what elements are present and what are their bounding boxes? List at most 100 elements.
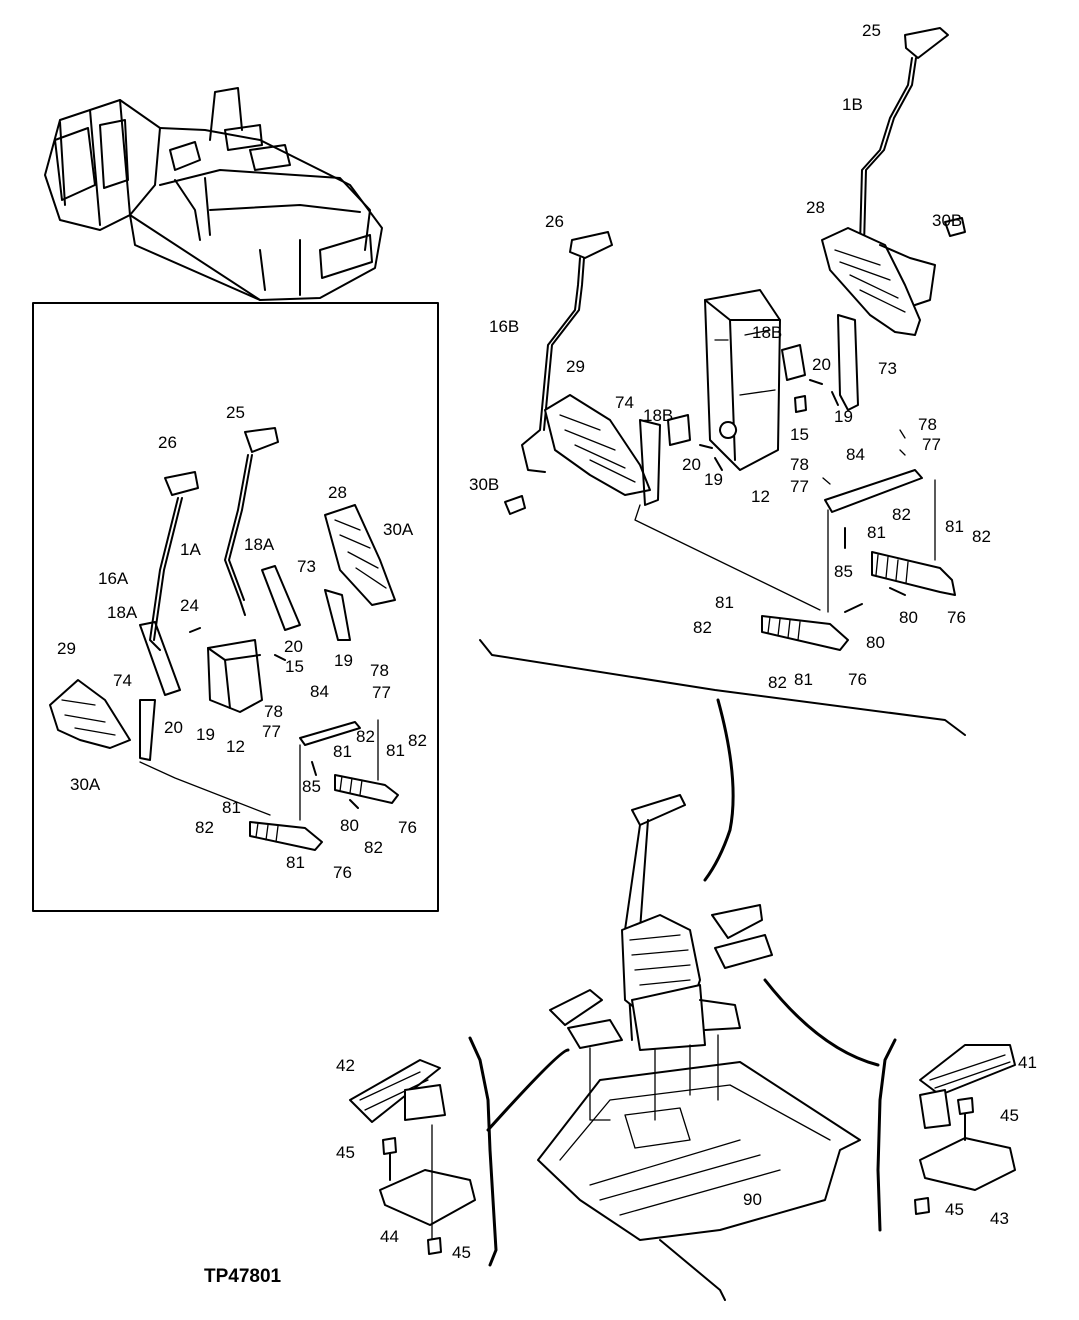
callout-inset-31: 81	[222, 798, 241, 817]
inset-pedal-29	[49, 679, 131, 749]
callout-inset-30: 76	[398, 818, 417, 837]
callout-top-17: 12	[751, 487, 770, 506]
cylinder-76-left	[761, 615, 849, 651]
callout-top-15: 19	[704, 470, 723, 489]
callout-inset-26: 82	[408, 731, 427, 750]
callout-top-26: 82	[972, 527, 991, 546]
callout-inset-9: 18A	[107, 603, 138, 622]
callout-inset-22: 77	[262, 722, 281, 741]
callout-inset-17: 84	[310, 682, 329, 701]
callout-inset-8: 24	[180, 596, 199, 615]
callout-inset-2: 28	[328, 483, 347, 502]
callout-top-35: 76	[848, 670, 867, 689]
plate-43	[919, 1137, 1016, 1191]
callout-bottom-8: 43	[990, 1209, 1009, 1228]
callout-bottom-2: 44	[380, 1227, 399, 1246]
callout-inset-27: 85	[302, 777, 321, 796]
connector-arcs	[486, 698, 880, 1132]
callout-top-32: 80	[866, 633, 885, 652]
callout-top-16: 30B	[469, 475, 499, 494]
callout-top-25: 81	[945, 517, 964, 536]
inset-box	[32, 302, 439, 912]
bottom-assembly	[537, 794, 861, 1301]
inset-cylinder-76-left	[249, 821, 323, 851]
callout-top-0: 25	[862, 21, 881, 40]
callout-top-30: 81	[715, 593, 734, 612]
callout-top-2: 28	[806, 198, 825, 217]
cylinder-76-right	[871, 551, 956, 596]
bottom-left-detail	[349, 1036, 498, 1267]
inset-valve-12	[207, 639, 263, 713]
callout-top-1: 1B	[842, 95, 863, 114]
callout-bottom-6: 45	[1000, 1106, 1019, 1125]
callout-top-23: 81	[867, 523, 886, 542]
callout-top-11: 74	[615, 393, 634, 412]
callout-inset-13: 29	[57, 639, 76, 658]
handle-knob-25	[904, 27, 949, 59]
callout-top-10: 73	[878, 359, 897, 378]
callout-inset-18: 20	[164, 718, 183, 737]
callout-inset-7: 73	[297, 557, 316, 576]
callout-inset-35: 76	[333, 863, 352, 882]
callout-inset-21: 78	[264, 702, 283, 721]
callout-top-29: 76	[947, 608, 966, 627]
callout-inset-11: 15	[285, 657, 304, 676]
callout-top-6: 29	[566, 357, 585, 376]
callout-top-7: 18B	[752, 323, 782, 342]
pedal-41	[919, 1044, 1016, 1096]
bottom-right-detail	[876, 1038, 1016, 1232]
callout-inset-29: 80	[340, 816, 359, 835]
plate-44	[379, 1169, 476, 1226]
callout-top-8: 18B	[643, 406, 673, 425]
callout-top-21: 77	[790, 477, 809, 496]
callout-inset-20: 12	[226, 737, 245, 756]
pedal-28	[821, 227, 921, 336]
callout-inset-23: 81	[333, 742, 352, 761]
figure-code: TP47801	[204, 1266, 282, 1287]
callout-top-3: 30B	[932, 211, 962, 230]
callout-inset-1: 26	[158, 433, 177, 452]
valve-12	[704, 289, 781, 471]
inset-plate-84	[299, 721, 361, 746]
pedal-29	[544, 394, 651, 496]
callout-top-33: 82	[768, 673, 787, 692]
callout-bottom-1: 45	[336, 1143, 355, 1162]
callout-labels: 25 1B 28 30B 26 16B 29 18B 18B 20 73 74 …	[57, 21, 1037, 1287]
callout-inset-5: 18A	[244, 535, 275, 554]
callout-inset-6: 16A	[98, 569, 129, 588]
callout-top-22: 84	[846, 445, 865, 464]
callout-top-34: 81	[794, 670, 813, 689]
callout-inset-15: 78	[370, 661, 389, 680]
callout-bottom-3: 45	[452, 1243, 471, 1262]
callout-top-13: 19	[834, 407, 853, 426]
callout-inset-34: 81	[286, 853, 305, 872]
callout-top-14: 20	[682, 455, 701, 474]
callout-inset-24: 82	[356, 727, 375, 746]
callout-bottom-0: 42	[336, 1056, 355, 1075]
callout-inset-16: 77	[372, 683, 391, 702]
callout-bottom-7: 45	[945, 1200, 964, 1219]
callout-top-19: 77	[922, 435, 941, 454]
callout-top-4: 26	[545, 212, 564, 231]
inset-cylinder-76-right	[334, 774, 399, 804]
inset-handle-26	[164, 471, 199, 496]
top-exploded-view	[479, 27, 966, 736]
callout-inset-33: 82	[364, 838, 383, 857]
callout-top-31: 82	[693, 618, 712, 637]
callout-bottom-5: 41	[1018, 1053, 1037, 1072]
callout-top-12: 15	[790, 425, 809, 444]
callout-inset-28: 30A	[70, 775, 101, 794]
callout-bottom-4: 90	[743, 1190, 762, 1209]
callout-inset-19: 19	[196, 725, 215, 744]
callout-top-5: 16B	[489, 317, 519, 336]
floor-plate-90	[537, 1061, 861, 1241]
callout-inset-25: 81	[386, 741, 405, 760]
callout-top-20: 78	[790, 455, 809, 474]
inset-handle-25	[244, 427, 279, 453]
callout-inset-3: 30A	[383, 520, 414, 539]
callout-inset-0: 25	[226, 403, 245, 422]
callout-inset-32: 82	[195, 818, 214, 837]
callout-top-9: 20	[812, 355, 831, 374]
callout-top-24: 82	[892, 505, 911, 524]
